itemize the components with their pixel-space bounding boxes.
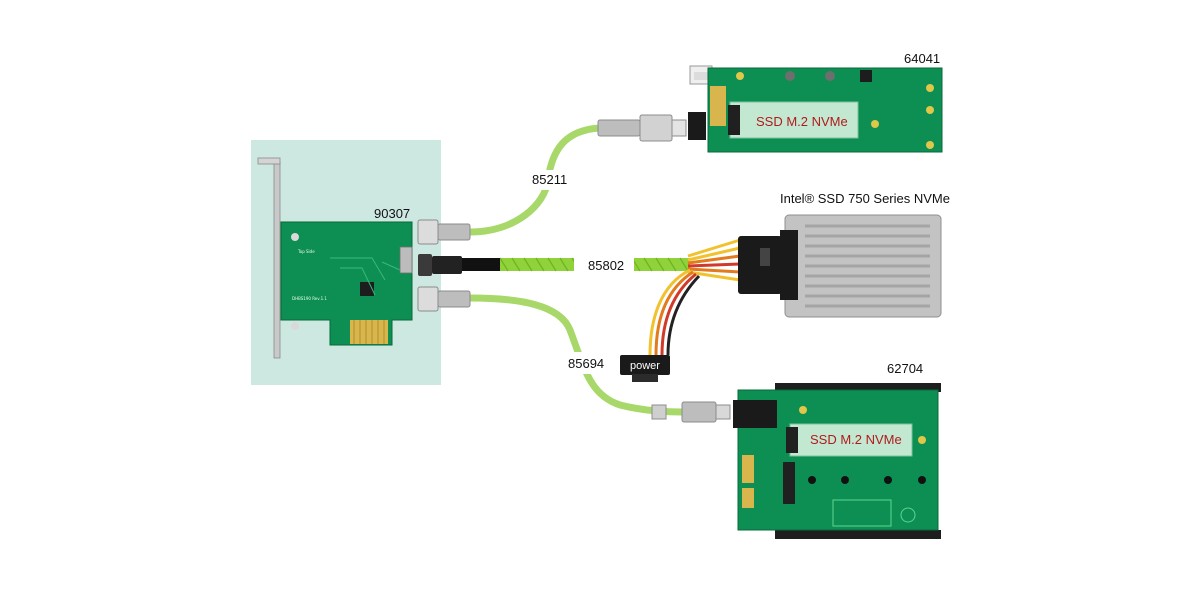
- silkscreen-box: [832, 499, 892, 527]
- standoff-hole: [841, 476, 849, 484]
- cable-plug: [681, 401, 717, 423]
- mount-hole: [871, 120, 879, 128]
- svg-text:DHBS190 Rev.1.1: DHBS190 Rev.1.1: [292, 296, 327, 301]
- cable-boot: [651, 404, 667, 420]
- heatsink-fins: [805, 224, 930, 308]
- frame-bottom: [775, 530, 941, 539]
- ic-chip: [860, 70, 872, 82]
- board-port: [688, 112, 706, 140]
- cable-85802: 85802: [418, 236, 782, 356]
- power-plug-latch: [632, 374, 658, 382]
- standoff-hole: [808, 476, 816, 484]
- cable-boot: [437, 223, 471, 241]
- mount-hole: [918, 436, 926, 444]
- capacitor: [825, 71, 835, 81]
- capacitor: [785, 71, 795, 81]
- u2-connector-slot: [760, 248, 770, 266]
- mount-hole: [926, 84, 934, 92]
- cable-boot: [437, 290, 471, 308]
- edge-connector: [710, 86, 726, 126]
- label-85211: 85211: [532, 172, 567, 187]
- card-port: [399, 246, 413, 274]
- pcb-traces: [330, 257, 401, 296]
- pcie-card-90307: Top Side DHBS190 Rev.1.1 90307: [251, 140, 441, 385]
- cable-plug-tip: [715, 404, 731, 420]
- silkscreen-circle: [900, 507, 916, 523]
- mount-hole: [926, 106, 934, 114]
- gold-fingers: [350, 320, 388, 344]
- cable-plug-tip: [671, 119, 687, 137]
- svg-text:Top Side: Top Side: [297, 249, 315, 254]
- label-intel-ssd: Intel® SSD 750 Series NVMe: [780, 191, 950, 206]
- m2-socket-secondary: [783, 462, 795, 504]
- mount-hole: [736, 72, 744, 80]
- power-socket-pins: [694, 72, 710, 80]
- ssd-m2-label-top: SSD M.2 NVMe: [756, 114, 848, 129]
- m2-slot-bottom: [789, 423, 913, 457]
- cable-85694: 85694: [417, 286, 731, 423]
- cable-boot: [597, 119, 641, 137]
- label-64041: 64041: [904, 51, 940, 66]
- label-90307: 90307: [374, 206, 410, 221]
- m2-socket: [728, 105, 740, 135]
- label-backdrop: [574, 256, 634, 276]
- power-connector: power: [620, 355, 670, 382]
- label-85694: 85694: [568, 356, 604, 371]
- sata-power-connector: [742, 488, 754, 508]
- label-62704: 62704: [887, 361, 923, 376]
- board-62704: SSD M.2 NVMe 62704: [733, 361, 941, 539]
- mount-hole: [291, 322, 299, 330]
- card-bracket: [273, 161, 281, 359]
- ssd-m2-label-bottom: SSD M.2 NVMe: [810, 432, 902, 447]
- m2-slot-top: [729, 101, 859, 139]
- mount-hole: [926, 141, 934, 149]
- cable-plug: [417, 286, 439, 312]
- board-64041: SSD M.2 NVMe 64041: [688, 51, 943, 153]
- bracket-tab: [257, 157, 281, 165]
- cable-boot: [432, 256, 462, 274]
- label-85802: 85802: [588, 258, 624, 273]
- standoff-hole: [884, 476, 892, 484]
- sata-connector: [742, 455, 754, 483]
- mount-hole: [799, 406, 807, 414]
- cable-sleeve: [462, 258, 500, 271]
- label-backdrop: [524, 170, 574, 190]
- intel-ssd-750: Intel® SSD 750 Series NVMe: [780, 191, 950, 318]
- mount-hole: [291, 233, 299, 241]
- label-backdrop: [560, 352, 610, 374]
- cable-plug: [417, 219, 439, 245]
- frame-top: [775, 383, 941, 392]
- ssd-u2-port: [780, 230, 798, 300]
- standoff-hole: [918, 476, 926, 484]
- label-power: power: [630, 360, 660, 372]
- power-plug: [620, 355, 670, 375]
- m2-socket: [786, 427, 798, 453]
- cable-85211: 85211: [417, 114, 687, 245]
- board-port: [733, 400, 777, 428]
- cable-plug: [418, 254, 432, 276]
- cable-plug: [639, 114, 673, 142]
